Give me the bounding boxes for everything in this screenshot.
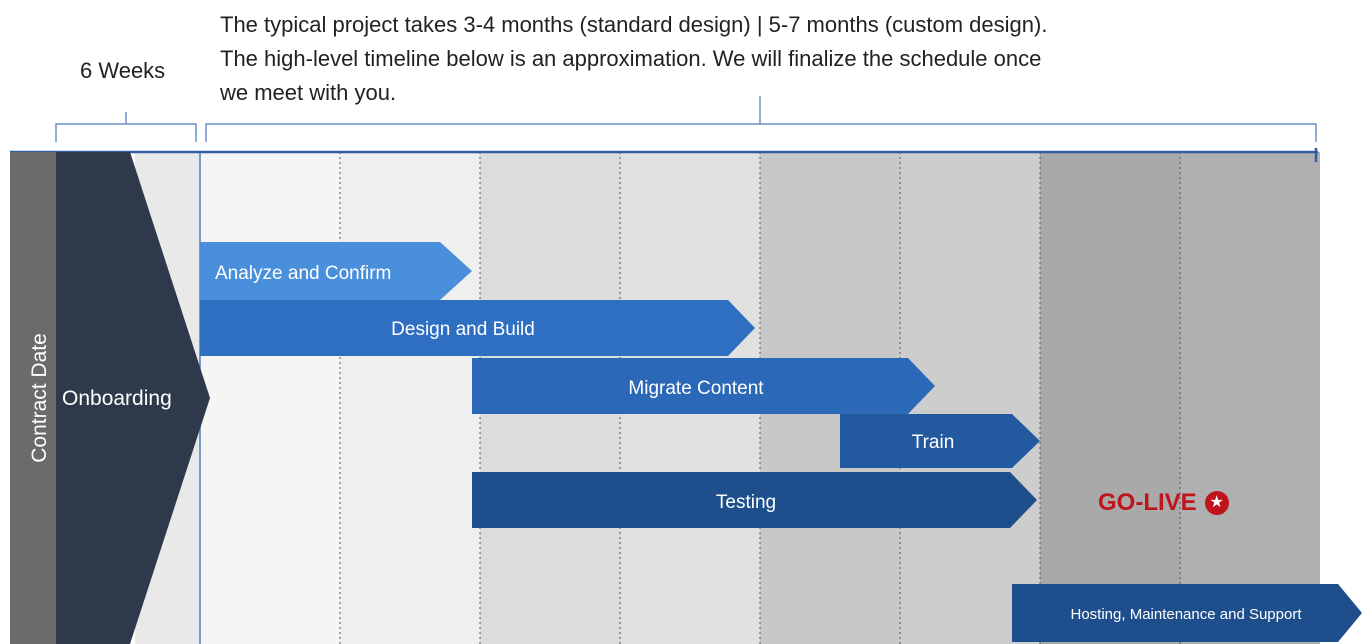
column-8 (1180, 152, 1320, 644)
star-circle-icon: ★ (1204, 491, 1229, 515)
project-brace (205, 96, 1317, 142)
phase-label: Design and Build (391, 319, 535, 340)
column-1 (200, 152, 340, 644)
phase-arrow (200, 242, 472, 300)
phase-label: Analyze and Confirm (215, 263, 391, 284)
description-line-3: we meet with you. (220, 80, 397, 105)
phase-arrow (200, 300, 755, 356)
phase-arrow (472, 472, 1037, 528)
onboarding-label: Onboarding (62, 387, 172, 410)
phase-design-and-build: Design and Build (200, 300, 755, 356)
phase-label: Testing (716, 492, 776, 513)
onboarding-duration-label: 6 Weeks (80, 58, 166, 83)
phase-hosting-maintenance-support: Hosting, Maintenance and Support (1012, 584, 1362, 642)
phase-label: Hosting, Maintenance and Support (1071, 606, 1303, 623)
phase-testing: Testing (472, 472, 1037, 528)
column-2 (340, 152, 480, 644)
onboarding-chevron (56, 152, 210, 644)
phase-label: Migrate Content (628, 378, 764, 399)
phase-arrow (840, 414, 1040, 468)
onboarding-brace (55, 112, 197, 142)
go-live-marker: GO-LIVE ★ (1098, 483, 1229, 523)
phase-arrow (472, 358, 935, 414)
phase-arrow (1012, 584, 1362, 642)
timeline-description: The typical project takes 3-4 months (st… (220, 8, 1340, 110)
column-7 (1040, 152, 1180, 644)
contract-date-bar (10, 152, 56, 644)
phase-label: Train (912, 432, 955, 453)
phase-migrate-content: Migrate Content (472, 358, 935, 414)
phase-train: Train (840, 414, 1040, 468)
description-line-2: The high-level timeline below is an appr… (220, 46, 1042, 71)
phase-analyze-and-confirm: Analyze and Confirm (200, 242, 472, 300)
contract-date-label: Contract Date (28, 333, 51, 463)
description-line-1: The typical project takes 3-4 months (st… (220, 12, 1048, 37)
go-live-label: GO-LIVE (1098, 489, 1197, 516)
